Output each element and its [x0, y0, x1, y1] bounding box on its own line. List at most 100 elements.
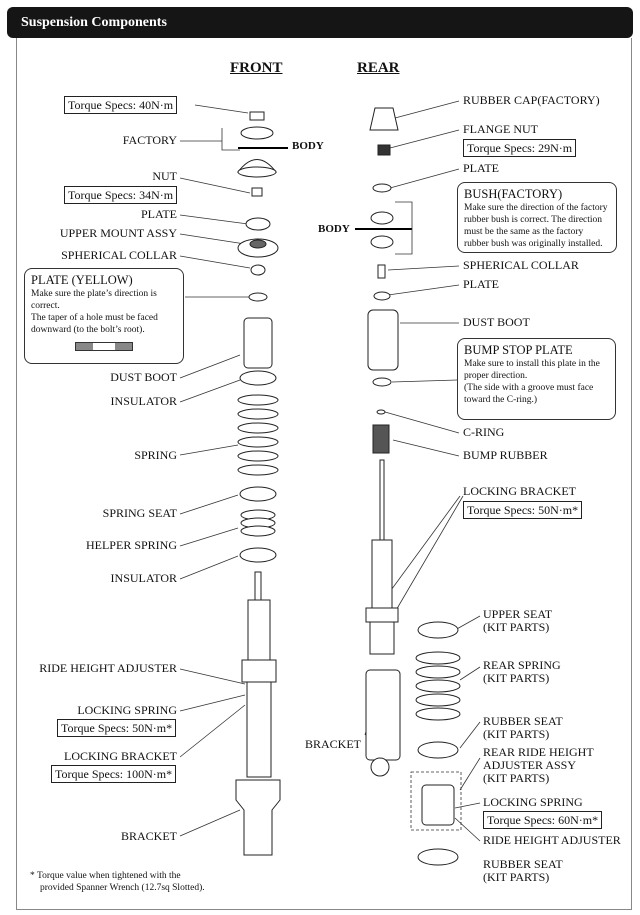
rear-torque-60: Torque Specs: 60N·m*	[483, 811, 603, 829]
front-torque-34: Torque Specs: 34N·m	[64, 186, 178, 204]
rear-flange-nut	[377, 144, 391, 156]
bump-stop-line1: Make sure to install this plate in the p…	[464, 359, 600, 381]
front-ride-height-label: RIDE HEIGHT ADJUSTER	[39, 661, 177, 675]
rear-c-ring	[376, 409, 386, 415]
front-shock-body	[246, 681, 272, 778]
front-bracket	[235, 779, 281, 856]
rear-spherical-collar	[377, 264, 386, 279]
front-body-label: BODY	[292, 140, 324, 152]
rear-upper-seat	[417, 621, 459, 639]
rear-rubber-cap-label: RUBBER CAP(FACTORY)	[463, 93, 600, 107]
rear-spherical-collar-label: SPHERICAL COLLAR	[463, 258, 579, 272]
front-piston-rod	[254, 571, 262, 603]
front-factory-label: FACTORY	[122, 133, 177, 147]
front-spring-seat-label: SPRING SEAT	[102, 506, 177, 520]
footnote-1: * Torque value when tightened with the	[30, 871, 181, 881]
plate-yellow-line2: The taper of a hole must be faced downwa…	[31, 313, 158, 335]
front-plate-label: PLATE	[141, 207, 177, 221]
rear-rha-label-2: ADJUSTER ASSY	[483, 758, 577, 772]
rear-shock-body	[365, 669, 401, 761]
bush-text: Make sure the direction of the factory r…	[464, 203, 608, 249]
rear-upper-seat-label: UPPER SEAT	[483, 607, 553, 621]
rear-bump-rubber	[372, 424, 390, 454]
rear-bush-lower	[370, 235, 394, 249]
front-nut-label: NUT	[152, 169, 177, 183]
rear-heading: REAR	[357, 60, 400, 76]
rear-body-label: BODY	[318, 223, 350, 235]
front-spherical-collar	[250, 264, 266, 276]
rear-flange-nut-label: FLANGE NUT	[463, 122, 538, 136]
front-spring	[237, 394, 279, 476]
front-insulator-2-label: INSULATOR	[110, 571, 177, 585]
rear-locking-bracket	[365, 607, 399, 623]
front-insulator	[239, 370, 277, 386]
rear-ride-height-label: RIDE HEIGHT ADJUSTER	[483, 833, 621, 847]
rear-rha-label-1: REAR RIDE HEIGHT	[483, 745, 594, 759]
diagram-frame	[16, 38, 632, 910]
plate-yellow-line1: Make sure the plate’s direction is corre…	[31, 289, 157, 311]
rear-plate	[372, 183, 392, 193]
rear-bracket-label: BRACKET	[305, 737, 362, 751]
rear-locking-bracket-label: LOCKING BRACKET	[463, 484, 576, 498]
rear-plate-2-label: PLATE	[463, 277, 499, 291]
rear-shock-upper	[371, 539, 393, 611]
bush-title: BUSH(FACTORY)	[464, 187, 563, 201]
front-shock-upper	[247, 599, 271, 661]
bump-stop-title: BUMP STOP PLATE	[464, 343, 573, 357]
plate-taper-icon	[75, 342, 133, 351]
section-title: Suspension Components	[21, 15, 167, 30]
bump-stop-note: BUMP STOP PLATE Make sure to install thi…	[457, 338, 616, 420]
front-heading: FRONT	[230, 60, 283, 76]
front-torque-40: Torque Specs: 40N·m	[64, 96, 178, 114]
section-header: Suspension Components	[7, 7, 633, 38]
bush-note: BUSH(FACTORY) Make sure the direction of…	[457, 182, 617, 253]
front-locking-bracket-label: LOCKING BRACKET	[64, 749, 177, 763]
rear-rubber-seat-kit: (KIT PARTS)	[483, 727, 550, 741]
rear-rubber-seat	[417, 741, 459, 759]
rear-parts	[365, 107, 461, 866]
front-dust-boot-label: DUST BOOT	[110, 370, 177, 384]
front-nut	[251, 187, 263, 197]
front-factory-washer	[240, 126, 274, 140]
front-spherical-collar-label: SPHERICAL COLLAR	[61, 248, 177, 262]
rear-spring-label: REAR SPRING	[483, 658, 561, 672]
rear-plate-2	[373, 291, 391, 301]
rear-rubber-seat-2	[417, 848, 459, 866]
plate-yellow-note: PLATE (YELLOW) Make sure the plate’s dir…	[24, 268, 184, 364]
front-helper-spring	[240, 509, 276, 537]
rear-ride-height-adjuster-assy	[421, 784, 455, 826]
rear-locking-spring-label: LOCKING SPRING	[483, 795, 583, 809]
rear-shock-mid	[369, 621, 395, 655]
rear-spring	[415, 651, 461, 721]
front-parts	[235, 111, 281, 856]
front-dust-boot	[243, 317, 273, 369]
rear-torque-29: Torque Specs: 29N·m	[463, 139, 577, 157]
rear-rubber-seat-2-kit: (KIT PARTS)	[483, 870, 550, 884]
rear-bush-upper	[370, 211, 394, 225]
rear-bracket-eye	[370, 757, 390, 777]
front-spring-seat	[239, 486, 277, 502]
front-insulator-lower	[239, 547, 277, 563]
footnote-2: provided Spanner Wrench (12.7sq Slotted)…	[40, 883, 205, 893]
rear-dust-boot	[367, 309, 399, 371]
front-yellow-plate	[248, 292, 268, 302]
rear-dust-boot-label: DUST BOOT	[463, 315, 530, 329]
rear-rubber-seat-label: RUBBER SEAT	[483, 714, 563, 728]
rear-torque-50: Torque Specs: 50N·m*	[463, 501, 583, 519]
rear-rha-kit: (KIT PARTS)	[483, 771, 550, 785]
rear-bump-rubber-label: BUMP RUBBER	[463, 448, 548, 462]
front-insulator-label: INSULATOR	[110, 394, 177, 408]
front-bracket-label: BRACKET	[120, 829, 177, 843]
rear-upper-seat-kit: (KIT PARTS)	[483, 620, 550, 634]
front-spring-label: SPRING	[134, 448, 177, 462]
rear-bump-stop-plate	[372, 377, 392, 387]
rear-plate-label: PLATE	[463, 161, 499, 175]
rear-spring-kit: (KIT PARTS)	[483, 671, 550, 685]
rear-piston-rod	[379, 459, 385, 541]
front-ride-height-adjuster	[241, 659, 277, 683]
bump-stop-line2: (The side with a groove must face toward…	[464, 383, 594, 405]
front-torque-100: Torque Specs: 100N·m*	[51, 765, 177, 783]
leader-lines	[179, 100, 481, 842]
front-plate	[245, 217, 271, 231]
